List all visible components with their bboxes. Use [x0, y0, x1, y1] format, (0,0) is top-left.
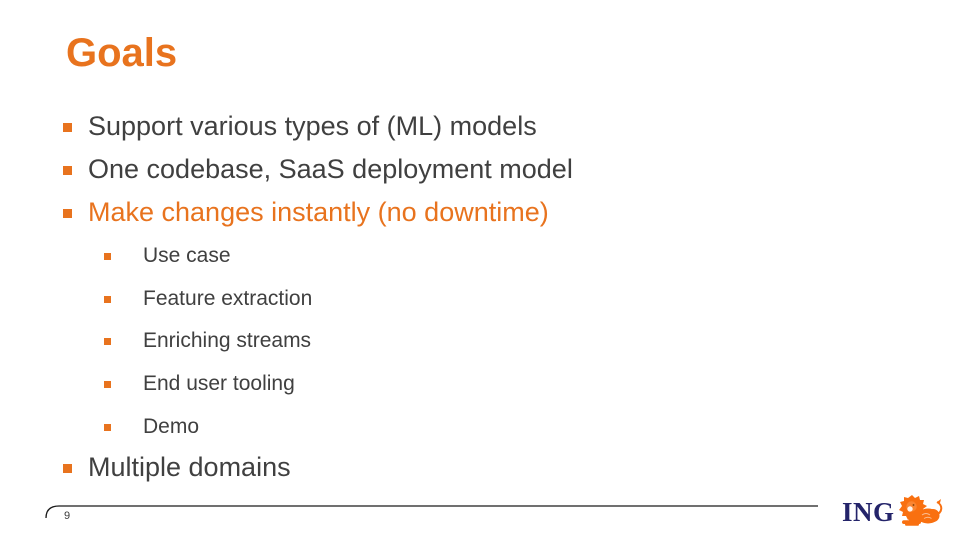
- sub-bullet-item: Use case: [104, 235, 312, 278]
- square-bullet-icon: [63, 463, 72, 473]
- sub-bullet-text: Enriching streams: [143, 329, 312, 353]
- sub-bullet-text: End user tooling: [143, 372, 295, 396]
- square-bullet-icon: [63, 122, 72, 132]
- sub-bullet-text: Demo: [143, 414, 200, 438]
- square-bullet-icon: [104, 295, 111, 303]
- sub-bullet-item: Demo: [104, 405, 312, 448]
- bullet-text: Make changes instantly (no downtime): [88, 197, 549, 227]
- bullet-text: One codebase, SaaS deployment model: [88, 154, 573, 184]
- square-bullet-icon: [63, 165, 72, 175]
- sub-bullet-text: Feature extraction: [143, 286, 313, 310]
- bullet-item: One codebase, SaaS deployment model: [63, 148, 573, 191]
- main-bullet-list: Support various types of (ML) models One…: [63, 105, 573, 234]
- square-bullet-icon: [104, 253, 111, 261]
- ing-lion-icon: [899, 495, 943, 526]
- square-bullet-icon: [104, 423, 111, 431]
- slide-title: Goals: [66, 31, 178, 75]
- closing-bullet-list: Multiple domains: [63, 446, 291, 489]
- square-bullet-icon: [63, 208, 72, 218]
- sub-bullet-item: Enriching streams: [104, 320, 312, 363]
- bullet-item: Support various types of (ML) models: [63, 105, 573, 148]
- sub-bullet-item: Feature extraction: [104, 278, 312, 321]
- ing-logo: ING: [842, 499, 895, 526]
- page-number: 9: [64, 510, 71, 522]
- bullet-item: Multiple domains: [63, 446, 291, 489]
- square-bullet-icon: [104, 381, 111, 389]
- sub-bullet-list: Use case Feature extraction Enriching st…: [104, 235, 312, 448]
- bullet-text: Support various types of (ML) models: [88, 111, 537, 141]
- square-bullet-icon: [104, 338, 111, 346]
- sub-bullet-item: End user tooling: [104, 363, 312, 406]
- bullet-item-emphasis: Make changes instantly (no downtime): [63, 191, 573, 234]
- sub-bullet-text: Use case: [143, 244, 231, 268]
- bullet-text: Multiple domains: [88, 452, 291, 482]
- ing-wordmark: ING: [842, 497, 895, 527]
